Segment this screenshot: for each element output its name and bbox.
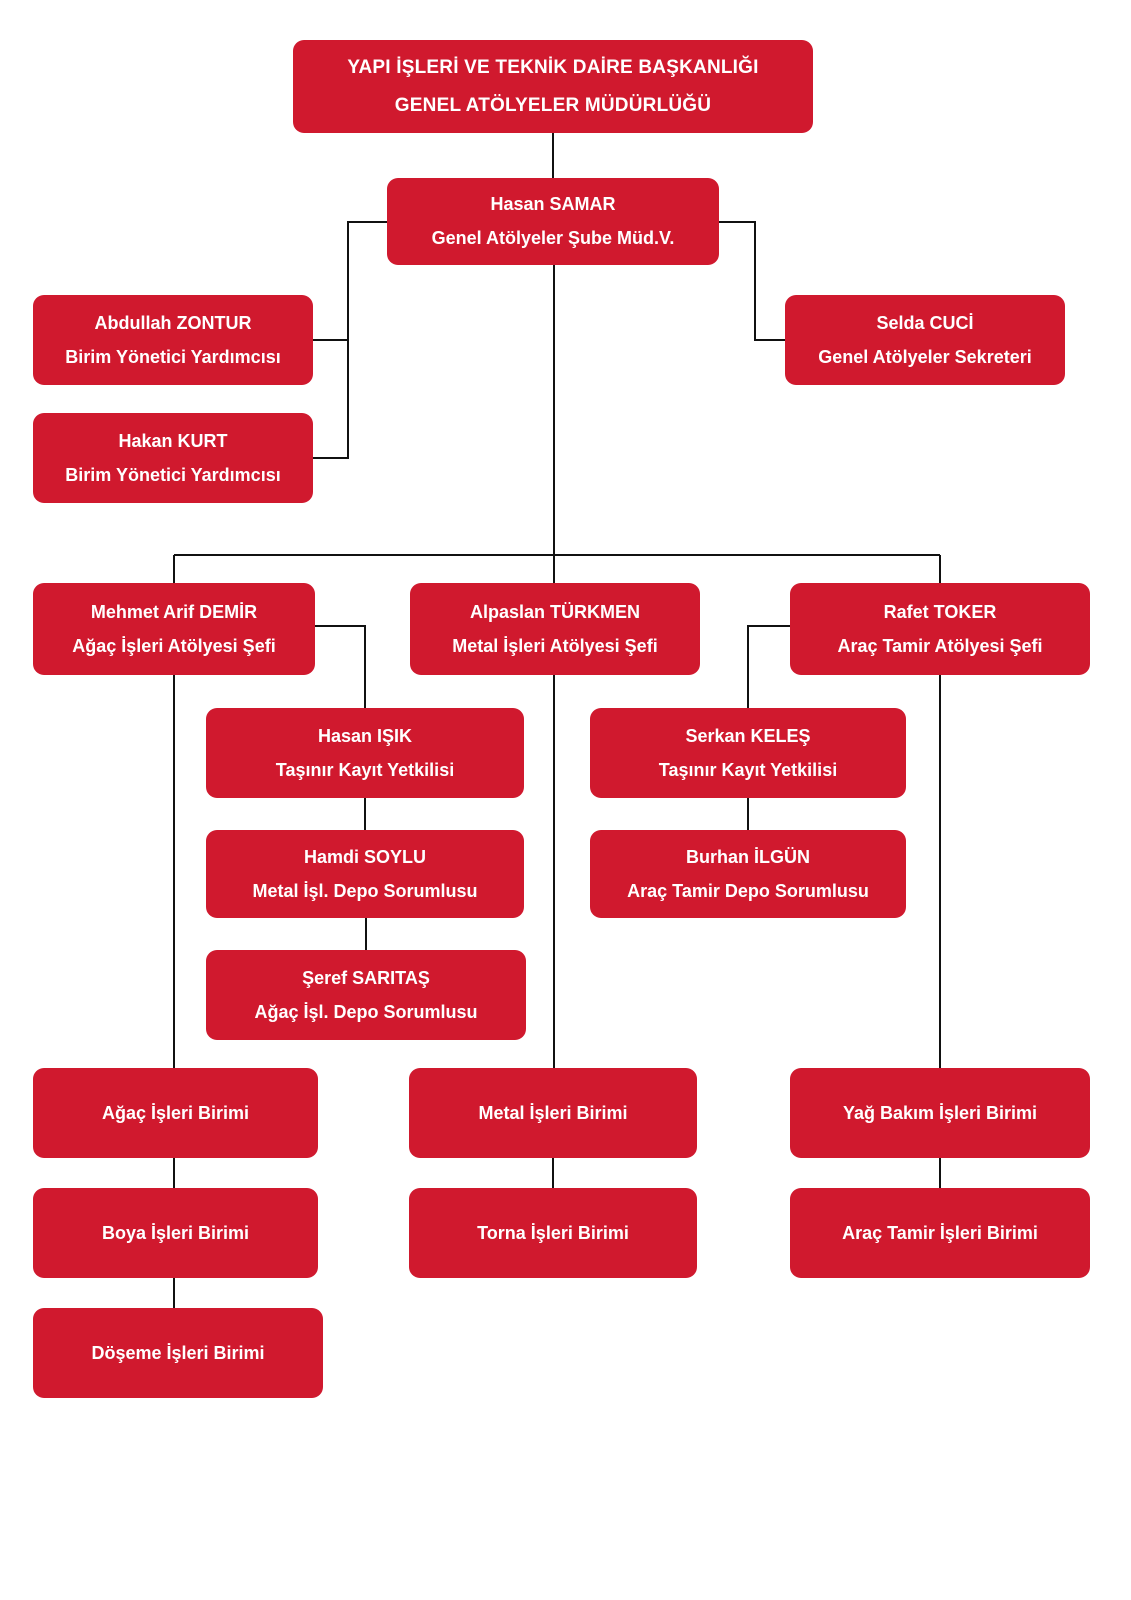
node-name: Ağaç İşleri Birimi <box>101 1102 250 1123</box>
node-name: Hamdi SOYLU <box>303 846 427 867</box>
node-name: Yağ Bakım İşleri Birimi <box>842 1102 1038 1123</box>
node-boya-isleri-birimi: Boya İşleri Birimi <box>33 1188 318 1278</box>
node-agac-isleri-birimi: Ağaç İşleri Birimi <box>33 1068 318 1158</box>
node-title: Genel Atölyeler Sekreteri <box>818 346 1032 367</box>
node-arac-tamir-isleri-birimi: Araç Tamir İşleri Birimi <box>790 1188 1090 1278</box>
node-name: Hasan SAMAR <box>490 194 616 215</box>
node-hamdi-soylu: Hamdi SOYLU Metal İşl. Depo Sorumlusu <box>206 830 524 918</box>
node-name: Alpaslan TÜRKMEN <box>469 601 640 622</box>
node-title: Taşınır Kayıt Yetkilisi <box>658 759 838 780</box>
node-name: Hasan IŞIK <box>317 725 413 746</box>
node-name: Serkan KELEŞ <box>685 725 811 746</box>
node-department-header: YAPI İŞLERİ VE TEKNİK DAİRE BAŞKANLIĞI G… <box>293 40 813 133</box>
node-selda-cuci: Selda CUCİ Genel Atölyeler Sekreteri <box>785 295 1065 385</box>
node-title: Araç Tamir Depo Sorumlusu <box>627 880 869 901</box>
node-title: Taşınır Kayıt Yetkilisi <box>275 759 455 780</box>
node-hasan-samar: Hasan SAMAR Genel Atölyeler Şube Müd.V. <box>387 178 719 265</box>
connector-toker-to-keles <box>747 625 790 708</box>
node-metal-isleri-birimi: Metal İşleri Birimi <box>409 1068 697 1158</box>
node-name: Selda CUCİ <box>876 312 974 333</box>
connector-samar-to-cuci <box>719 221 785 341</box>
node-name: Mehmet Arif DEMİR <box>90 601 258 622</box>
node-name: Abdullah ZONTUR <box>94 312 252 333</box>
node-title: Metal İşl. Depo Sorumlusu <box>252 880 478 901</box>
node-burhan-ilgun: Burhan İLGÜN Araç Tamir Depo Sorumlusu <box>590 830 906 918</box>
node-title: Genel Atölyeler Şube Müd.V. <box>431 228 675 248</box>
node-name: Araç Tamir İşleri Birimi <box>842 1222 1038 1243</box>
node-seref-saritas: Şeref SARITAŞ Ağaç İşl. Depo Sorumlusu <box>206 950 526 1040</box>
node-name: Şeref SARITAŞ <box>302 967 430 988</box>
node-name: Döşeme İşleri Birimi <box>91 1342 265 1363</box>
node-title: Metal İşleri Atölyesi Şefi <box>452 635 658 656</box>
node-doseme-isleri-birimi: Döşeme İşleri Birimi <box>33 1308 323 1398</box>
node-name: Torna İşleri Birimi <box>477 1222 629 1243</box>
node-hakan-kurt: Hakan KURT Birim Yönetici Yardımcısı <box>33 413 313 503</box>
node-yag-bakim-isleri-birimi: Yağ Bakım İşleri Birimi <box>790 1068 1090 1158</box>
node-name: Metal İşleri Birimi <box>478 1102 628 1123</box>
node-title: Birim Yönetici Yardımcısı <box>65 346 281 367</box>
node-title: Ağaç İşleri Atölyesi Şefi <box>72 635 276 656</box>
connector-demir-to-isik <box>315 625 366 708</box>
node-hasan-isik: Hasan IŞIK Taşınır Kayıt Yetkilisi <box>206 708 524 798</box>
node-title: GENEL ATÖLYELER MÜDÜRLÜĞÜ <box>394 94 712 116</box>
node-mehmet-arif-demir: Mehmet Arif DEMİR Ağaç İşleri Atölyesi Ş… <box>33 583 315 675</box>
node-name: Boya İşleri Birimi <box>101 1222 250 1243</box>
node-name: YAPI İŞLERİ VE TEKNİK DAİRE BAŞKANLIĞI <box>347 56 759 78</box>
node-name: Hakan KURT <box>118 430 228 451</box>
node-serkan-keles: Serkan KELEŞ Taşınır Kayıt Yetkilisi <box>590 708 906 798</box>
node-title: Ağaç İşl. Depo Sorumlusu <box>254 1001 478 1022</box>
node-name: Rafet TOKER <box>883 601 997 622</box>
node-title: Birim Yönetici Yardımcısı <box>65 464 281 485</box>
node-abdullah-zontur: Abdullah ZONTUR Birim Yönetici Yardımcıs… <box>33 295 313 385</box>
node-torna-isleri-birimi: Torna İşleri Birimi <box>409 1188 697 1278</box>
node-rafet-toker: Rafet TOKER Araç Tamir Atölyesi Şefi <box>790 583 1090 675</box>
node-title: Araç Tamir Atölyesi Şefi <box>837 635 1043 656</box>
node-name: Burhan İLGÜN <box>686 846 810 867</box>
node-alpaslan-turkmen: Alpaslan TÜRKMEN Metal İşleri Atölyesi Ş… <box>410 583 700 675</box>
